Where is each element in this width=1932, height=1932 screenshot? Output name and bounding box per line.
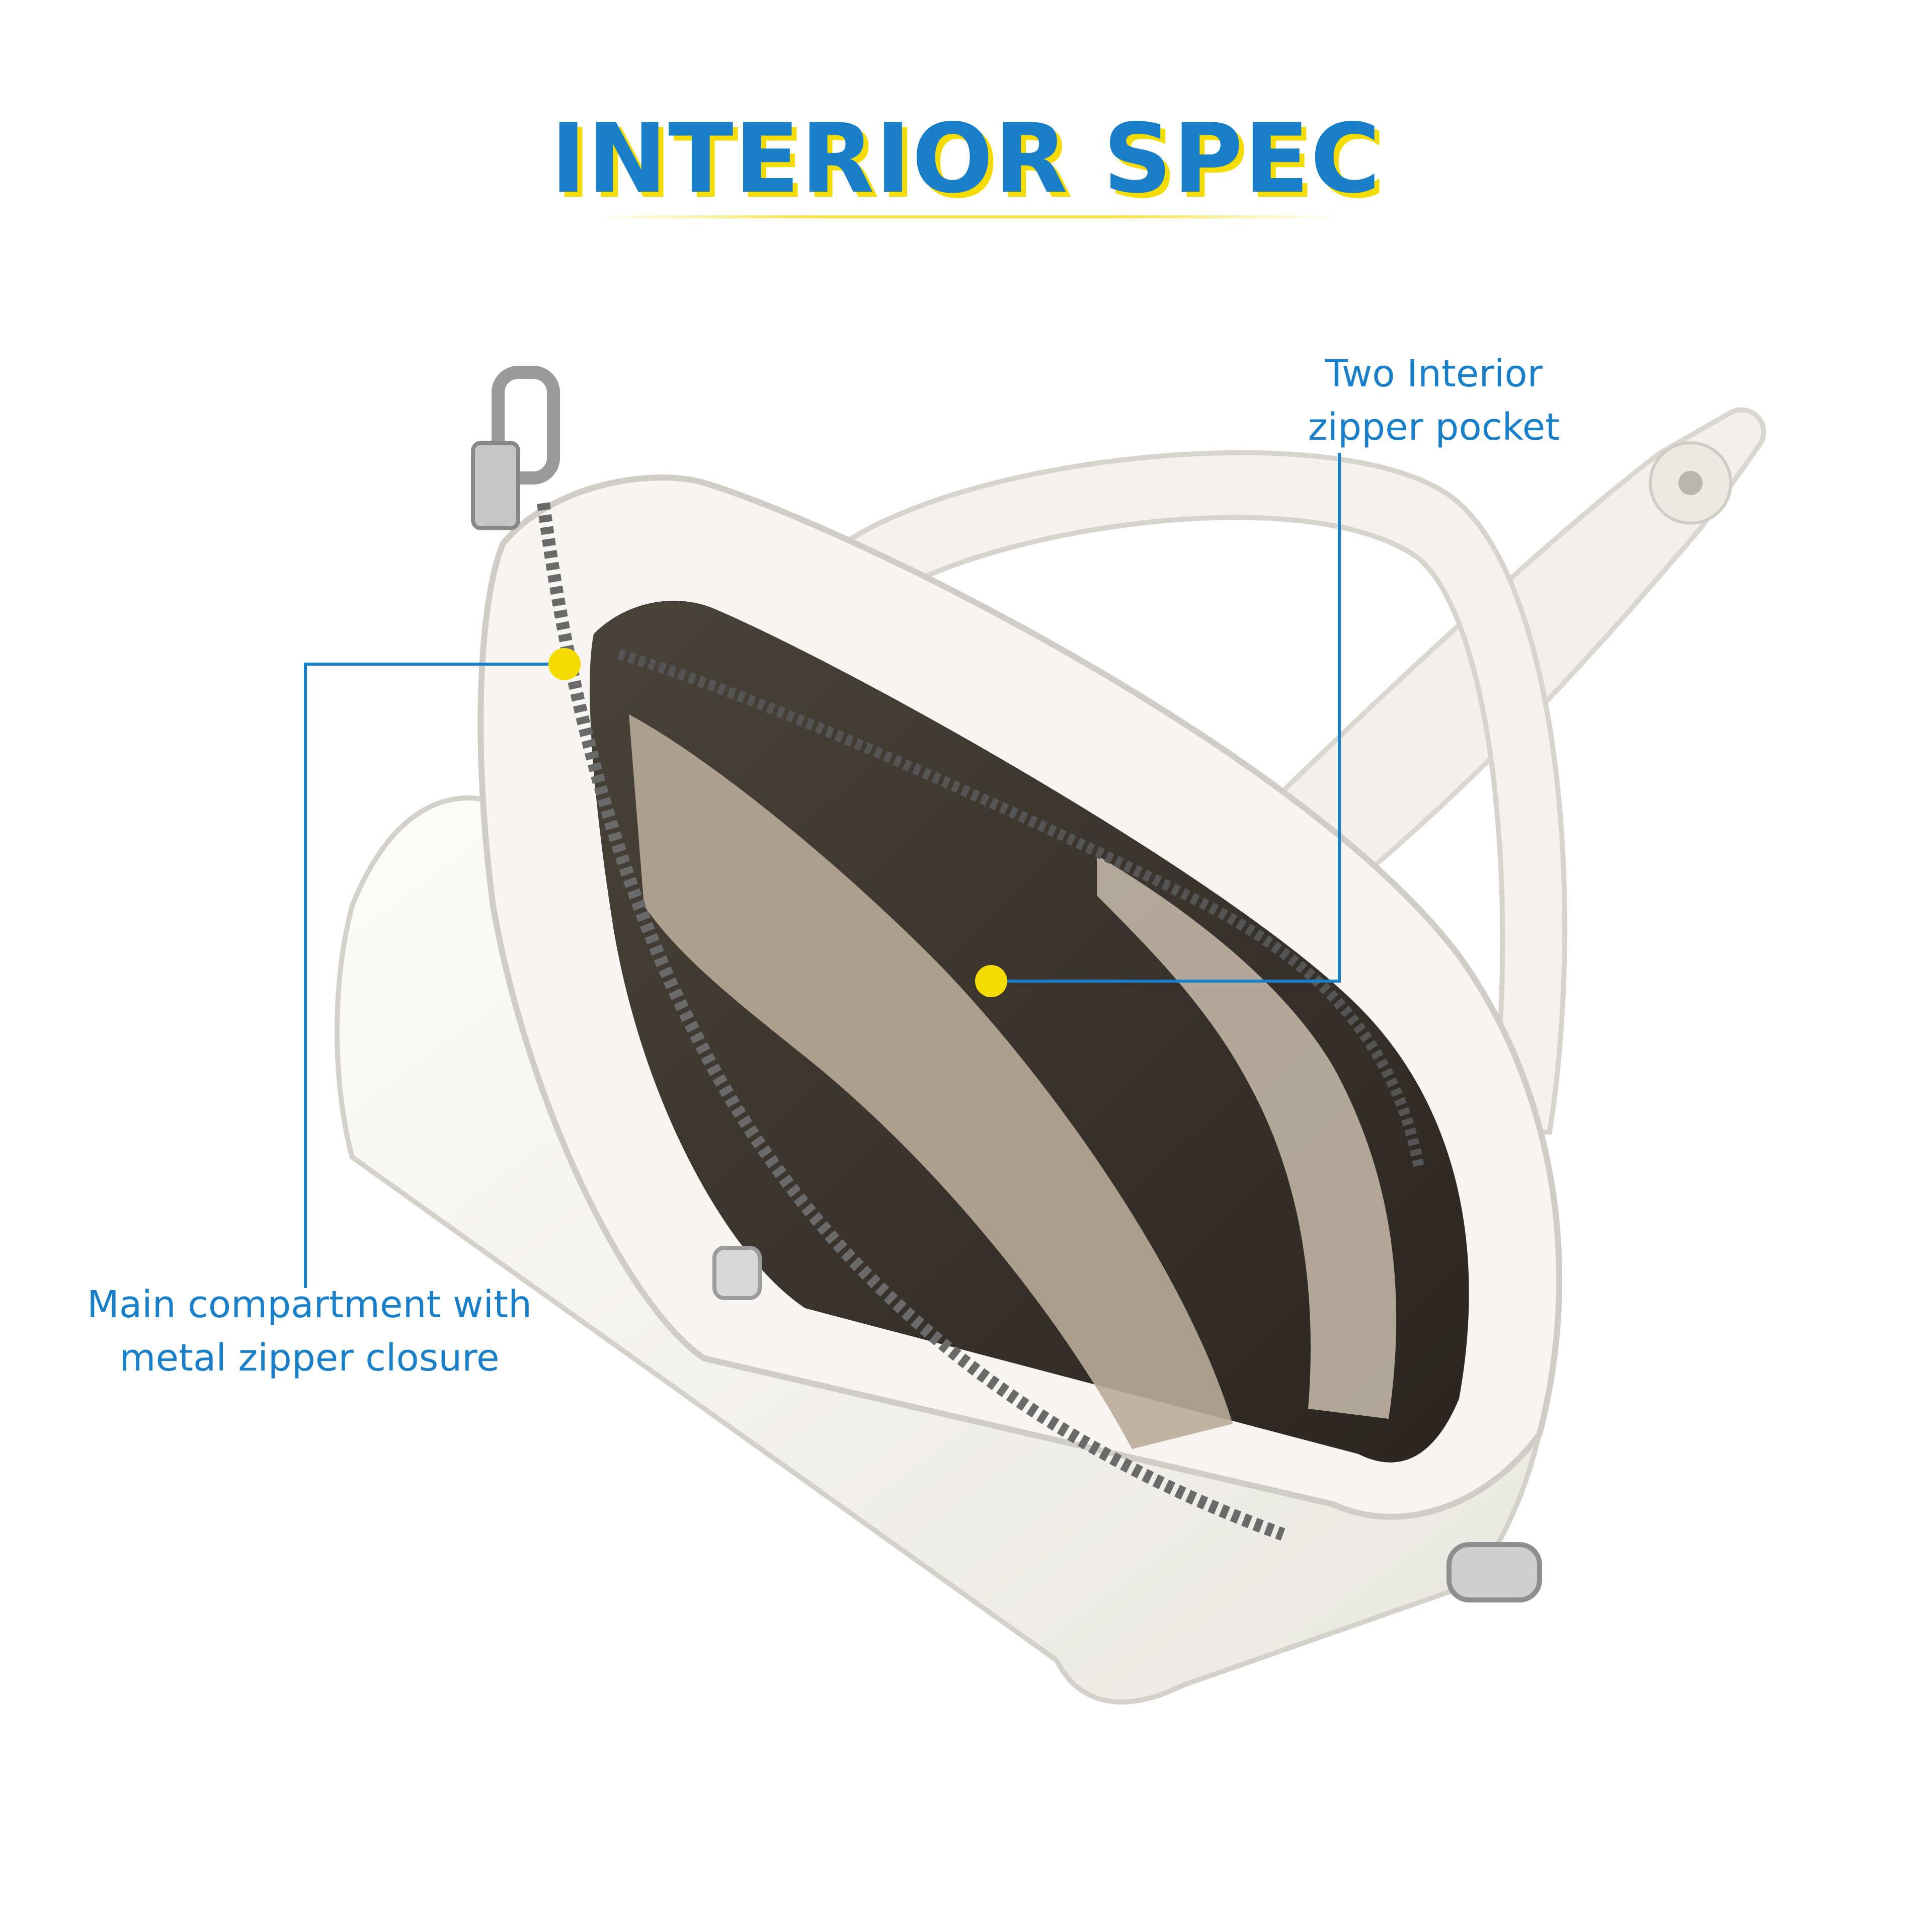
pocket-callout-line	[991, 453, 1341, 983]
interior-pocket-left	[629, 714, 1233, 1449]
main-zipper	[537, 502, 1285, 1541]
callout-main-line1: Main compartment with	[87, 1283, 532, 1326]
main-compartment-marker	[548, 648, 581, 680]
interior-pocket-right	[1097, 855, 1397, 1419]
callout-pocket-line1: Two Interior	[1325, 352, 1543, 395]
pocket-marker	[975, 965, 1007, 997]
zipper-pull-icon	[471, 366, 560, 530]
main-callout-line	[304, 663, 565, 1288]
callout-pocket-line2: zipper pocket	[1308, 406, 1560, 449]
top-handle-right	[826, 450, 1567, 1140]
callout-main-compartment: Main compartment with metal zipper closu…	[30, 1278, 589, 1385]
title-underline	[594, 215, 1338, 218]
page-title: INTERIOR SPEC	[550, 103, 1382, 214]
callout-main-line2: metal zipper closure	[119, 1336, 500, 1380]
side-ring-icon	[1446, 1542, 1542, 1602]
pocket-zipper	[617, 649, 1424, 1168]
interior-lining	[590, 601, 1469, 1463]
callout-pocket: Two Interior zipper pocket	[1157, 347, 1711, 454]
front-magnet-icon	[712, 1246, 762, 1300]
